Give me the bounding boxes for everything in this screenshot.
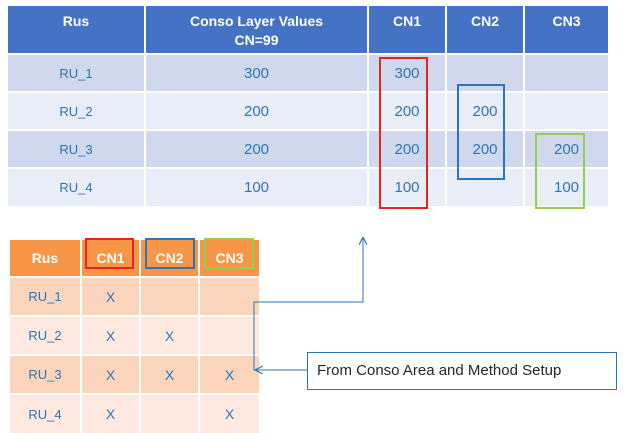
- cn3-value-cell: 100: [524, 167, 608, 206]
- cn2-header-highlight-box: [145, 238, 195, 269]
- table-row: RU_1 300 300: [8, 53, 608, 92]
- conso-value-cell: 100: [145, 167, 369, 206]
- assignment-header-row: Rus CN1 CN2 CN3: [10, 240, 259, 277]
- cn2-value-cell: [446, 167, 525, 206]
- table-row: RU_2 200 200 200: [8, 91, 608, 130]
- ru-cell: RU_1: [8, 53, 146, 92]
- ru-cell: RU_2: [8, 91, 146, 130]
- cn3-value-cell: 200: [524, 129, 608, 168]
- header-conso-line1: Conso Layer Values: [189, 13, 324, 29]
- cn2-value-cell: 200: [446, 91, 525, 130]
- table-row: RU_1 X: [10, 276, 259, 316]
- assignment-table: Rus CN1 CN2 CN3 RU_1 X RU_2 X X RU_3 X X…: [10, 240, 259, 433]
- cn3-mark-cell: X: [199, 354, 259, 394]
- ru-cell: RU_4: [8, 167, 146, 206]
- ru-cell: RU_4: [10, 393, 82, 433]
- cn2-mark-cell: X: [140, 315, 200, 355]
- ru-cell: RU_3: [10, 354, 82, 394]
- header-cn1: CN1: [368, 6, 447, 54]
- header-rus: Rus: [10, 240, 82, 277]
- table-row: RU_4 X X: [10, 393, 259, 433]
- cn1-header-highlight-box: [85, 238, 134, 269]
- conso-value-cell: 200: [145, 129, 369, 168]
- arrow-to-top-table: [253, 238, 363, 371]
- cn1-mark-cell: X: [81, 354, 141, 394]
- table-row: RU_3 X X X: [10, 354, 259, 394]
- cn1-highlight-box: [379, 57, 428, 209]
- cn2-mark-cell: X: [140, 354, 200, 394]
- cn3-header-highlight-box: [204, 238, 254, 269]
- cn2-mark-cell: [140, 276, 200, 316]
- header-cn3: CN3: [524, 6, 608, 54]
- cn1-mark-cell: X: [81, 315, 141, 355]
- cn3-mark-cell: [199, 276, 259, 316]
- ru-cell: RU_3: [8, 129, 146, 168]
- header-conso-line2: CN=99: [234, 32, 279, 48]
- cn2-highlight-box: [457, 84, 505, 180]
- table-row: RU_3 200 200 200 200: [8, 129, 608, 168]
- cn2-mark-cell: [140, 393, 200, 433]
- cn1-value-cell: 300: [368, 53, 447, 92]
- header-cn3: CN3: [199, 240, 259, 277]
- cn1-mark-cell: X: [81, 393, 141, 433]
- cn2-value-cell: 200: [446, 129, 525, 168]
- conso-values-table: Rus Conso Layer Values CN=99 CN1 CN2 CN3…: [8, 6, 608, 206]
- cn3-value-cell: [524, 53, 608, 92]
- cn1-value-cell: 100: [368, 167, 447, 206]
- cn3-mark-cell: X: [199, 393, 259, 433]
- ru-cell: RU_2: [10, 315, 82, 355]
- cn1-value-cell: 200: [368, 91, 447, 130]
- cn3-mark-cell: [199, 315, 259, 355]
- header-cn2: CN2: [140, 240, 200, 277]
- conso-value-cell: 200: [145, 91, 369, 130]
- callout-text: From Conso Area and Method Setup: [317, 362, 562, 379]
- conso-value-cell: 300: [145, 53, 369, 92]
- cn3-value-cell: [524, 91, 608, 130]
- conso-values-header-row: Rus Conso Layer Values CN=99 CN1 CN2 CN3: [8, 6, 608, 54]
- header-conso-values: Conso Layer Values CN=99: [145, 6, 369, 54]
- header-cn2: CN2: [446, 6, 525, 54]
- cn1-mark-cell: X: [81, 276, 141, 316]
- ru-cell: RU_1: [10, 276, 82, 316]
- callout-box: From Conso Area and Method Setup: [307, 352, 617, 390]
- header-rus: Rus: [8, 6, 146, 54]
- table-row: RU_4 100 100 100: [8, 167, 608, 206]
- table-row: RU_2 X X: [10, 315, 259, 355]
- cn3-highlight-box: [535, 133, 585, 209]
- header-cn1: CN1: [81, 240, 141, 277]
- cn1-value-cell: 200: [368, 129, 447, 168]
